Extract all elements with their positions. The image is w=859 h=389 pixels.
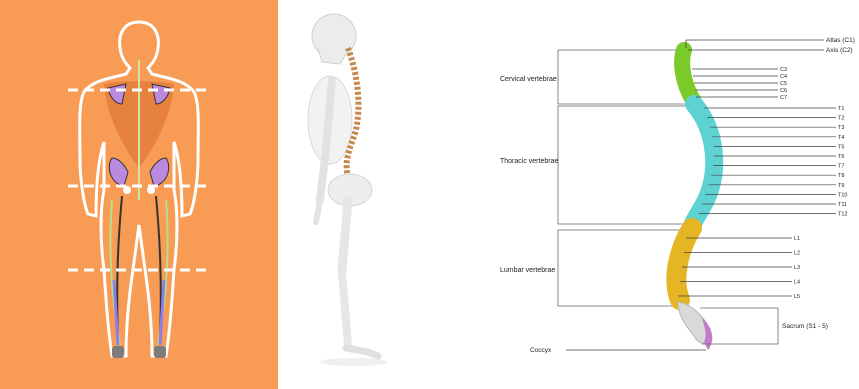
- skeleton-svg: [290, 0, 440, 389]
- vertebra-label-t5: T5: [838, 144, 844, 150]
- left-foot: [112, 346, 124, 358]
- vertebra-label-t12: T12: [838, 212, 847, 218]
- vertebra-label-t4: T4: [838, 135, 844, 141]
- cervical-bracket: [558, 50, 690, 104]
- vertebra-label-l1: L1: [794, 236, 800, 242]
- ground-shadow: [320, 358, 388, 366]
- vertebra-label-t10: T10: [838, 192, 847, 198]
- coccyx-label: Coccyx: [530, 347, 552, 354]
- vertebra-label-l2: L2: [794, 251, 800, 257]
- vertebra-label-c5: C5: [780, 81, 787, 87]
- axis-label: Axis (C2): [826, 47, 853, 54]
- thoracic-bracket: [558, 106, 690, 224]
- femur: [342, 200, 348, 270]
- cervical-column: [682, 50, 694, 102]
- vertebra-label-t9: T9: [838, 183, 844, 189]
- lumbar-group-label: Lumbar vertebrae: [500, 267, 555, 274]
- spine-svg: Cervical vertebrae Thoracic vertebrae Lu…: [480, 0, 859, 389]
- cervical-group-label: Cervical vertebrae: [500, 76, 557, 83]
- vertebra-label-c6: C6: [780, 88, 787, 94]
- hand: [316, 200, 320, 222]
- vertebra-label-l5: L5: [794, 294, 800, 300]
- thoracic-group-label: Thoracic vertebrae: [500, 158, 558, 165]
- posture-body-illustration: [0, 0, 278, 389]
- vertebra-label-t6: T6: [838, 154, 844, 160]
- sacrum-label: Sacrum (S1 - 5): [782, 323, 828, 330]
- vertebra-label-t1: T1: [838, 106, 844, 112]
- vertebra-label-t2: T2: [838, 116, 844, 122]
- vertebra-label-t3: T3: [838, 125, 844, 131]
- right-foot: [154, 346, 166, 358]
- tibia: [342, 272, 348, 345]
- vertebra-label-t7: T7: [838, 164, 844, 170]
- atlas-label: Atlas (C1): [826, 37, 855, 44]
- foot: [346, 348, 378, 356]
- vertebra-label-t8: T8: [838, 173, 844, 179]
- lumbar-column: [676, 228, 692, 300]
- lateral-skeleton-illustration: [290, 0, 440, 389]
- vertebra-label-t11: T11: [838, 202, 847, 208]
- thoracic-column: [692, 104, 714, 226]
- vertebra-label-c4: C4: [780, 74, 787, 80]
- lumbar-bracket: [558, 230, 680, 306]
- labeled-spine-diagram: Cervical vertebrae Thoracic vertebrae Lu…: [480, 0, 859, 389]
- vertebra-label-c3: C3: [780, 67, 787, 73]
- body-svg: [0, 0, 278, 389]
- vertebra-label-l4: L4: [794, 280, 800, 286]
- vertebra-label-l3: L3: [794, 265, 800, 271]
- vertebra-label-c7: C7: [780, 95, 787, 101]
